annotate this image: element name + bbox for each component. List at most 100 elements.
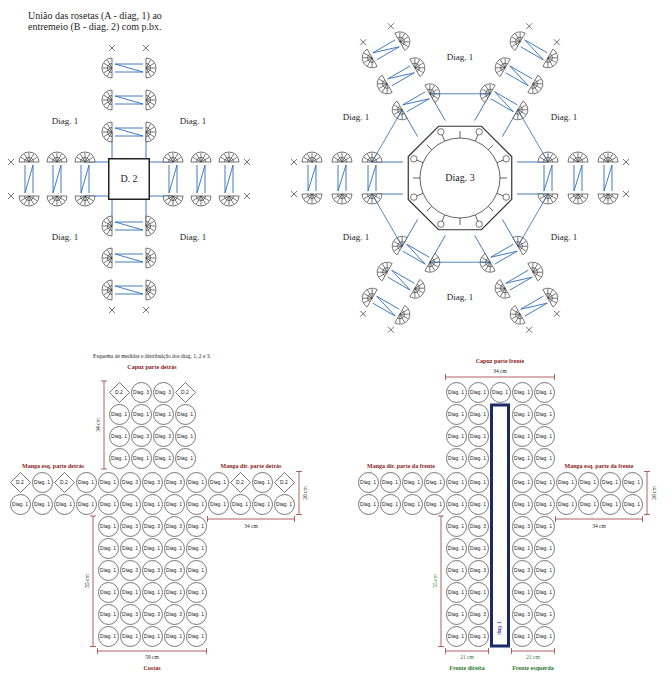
motif-circle: Diag. 1: [164, 626, 185, 647]
motif-circle: Diag. 1: [164, 538, 185, 559]
motif-circle: Diag. 1: [98, 472, 119, 493]
joining-stitch: [388, 270, 415, 290]
circle-outline: [468, 494, 488, 514]
motif-circle: Diag. 1: [186, 560, 207, 581]
motif-circle: Diag. 1: [252, 494, 273, 515]
node-text: Diag. 3: [470, 612, 486, 617]
ring-stitch: [427, 206, 432, 211]
shell-stitch: [598, 152, 618, 162]
circle-outline: [512, 448, 532, 468]
node-text: Diag. 1: [78, 480, 94, 485]
node-text: Diag. 1: [404, 480, 420, 485]
node-text: Diag. 1: [514, 634, 530, 639]
node-text: Diag. 1: [514, 390, 530, 395]
joining-stitch: [574, 165, 582, 191]
circle-outline: [622, 472, 642, 492]
node-text: D.2: [236, 480, 244, 485]
motif-circle: Diag. 1: [534, 404, 555, 425]
end-mark: [554, 39, 560, 45]
node-text: Diag. 3: [144, 568, 160, 573]
joining-stitch: [544, 165, 552, 191]
joining-stitch: [388, 66, 415, 86]
motif-label: Diag. 1: [551, 233, 578, 243]
joining-stitch: [506, 66, 533, 86]
circle-outline: [468, 604, 488, 624]
node-text: Diag. 1: [536, 612, 552, 617]
motif-label: Diag. 1: [447, 53, 474, 63]
shell-stitch: [146, 58, 156, 78]
circle-outline: [164, 604, 184, 624]
joining-diamond: D.2: [54, 472, 75, 493]
circle-outline: [556, 472, 576, 492]
motif-circle: Diag. 1: [512, 382, 533, 403]
node-text: Diag. 1: [144, 590, 160, 595]
shell-stitch: [219, 152, 239, 162]
circle-outline: [98, 472, 118, 492]
motif-label: Diag. 1: [52, 117, 79, 127]
node-text: Diag. 1: [188, 502, 204, 507]
motif-circle: Diag. 3: [468, 560, 489, 581]
dimension-line: [101, 381, 107, 469]
motif-circle: Diag. 1: [142, 582, 163, 603]
node-text: Diag. 1: [426, 480, 442, 485]
motif-circle: Diag. 1: [446, 560, 467, 581]
motif-circle: Diag. 1: [252, 472, 273, 493]
node-text: Diag. 1: [188, 568, 204, 573]
motif-label: Diag. 1: [180, 233, 207, 243]
circle-outline: [76, 472, 96, 492]
joining-diamond: D.2: [274, 472, 295, 493]
circle-outline: [164, 494, 184, 514]
motif-circle: Diag. 1: [164, 494, 185, 515]
circle-outline: [32, 472, 52, 492]
node-text: Diag. 1: [188, 612, 204, 617]
circle-outline: [131, 382, 151, 402]
ring-stitch: [427, 145, 432, 150]
circle-outline: [164, 516, 184, 536]
dimension-line: [90, 516, 96, 647]
node-text: Diag. 3: [166, 480, 182, 485]
ring-stitch: [475, 215, 478, 221]
node-text: Diag. 1: [177, 456, 193, 461]
node-text: Diag. 1: [360, 502, 376, 507]
node-text: Diag. 1: [514, 434, 530, 439]
circle-outline: [512, 560, 532, 580]
part-label: Manga esq. parte detrás: [22, 463, 84, 470]
node-text: Diag. 1: [166, 634, 182, 639]
ring-stitch: [442, 215, 445, 221]
node-text: Diag. 1: [166, 590, 182, 595]
circle-outline: [186, 472, 206, 492]
shell-stitch: [219, 196, 239, 206]
dimension-label: 59 cm: [145, 654, 159, 660]
motif-circle: Diag. 1: [131, 448, 152, 469]
node-text: Diag. 1: [514, 412, 530, 417]
motif-circle: Diag. 1: [578, 494, 599, 515]
node-text: Diag. 3: [166, 524, 182, 529]
ring-stitch: [488, 206, 493, 211]
ring-stitch: [497, 160, 503, 163]
circle-outline: [622, 494, 642, 514]
motif-circle: Diag. 3: [164, 516, 185, 537]
end-mark: [526, 23, 532, 29]
ring-stitch: [500, 178, 507, 179]
shell-stitch: [146, 122, 156, 142]
circle-outline: [142, 626, 162, 646]
circle-outline: [468, 382, 488, 402]
motif-label: Diag. 1: [447, 293, 474, 303]
motif-circle: Diag. 1: [208, 494, 229, 515]
shell-stitch: [102, 58, 112, 78]
shell-stitch: [332, 152, 352, 162]
motif-circle: Diag. 3: [131, 382, 152, 403]
motif-circle: Diag. 1: [534, 538, 555, 559]
motif-circle: Diag. 1: [512, 538, 533, 559]
motif-circle: Diag. 1: [175, 404, 196, 425]
motif-circle: Diag. 1: [32, 494, 53, 515]
node-text: Diag. 1: [232, 502, 248, 507]
dimension-label: 55 cm: [84, 574, 90, 588]
dimension-label: 34 cm: [244, 523, 258, 529]
node-text: Diag. 1: [144, 546, 160, 551]
circle-outline: [98, 538, 118, 558]
node-text: Diag. 1: [536, 502, 552, 507]
node-text: Diag. 1: [111, 412, 127, 417]
motif-circle: Diag. 1: [120, 494, 141, 515]
joining-stitch: [115, 254, 143, 262]
